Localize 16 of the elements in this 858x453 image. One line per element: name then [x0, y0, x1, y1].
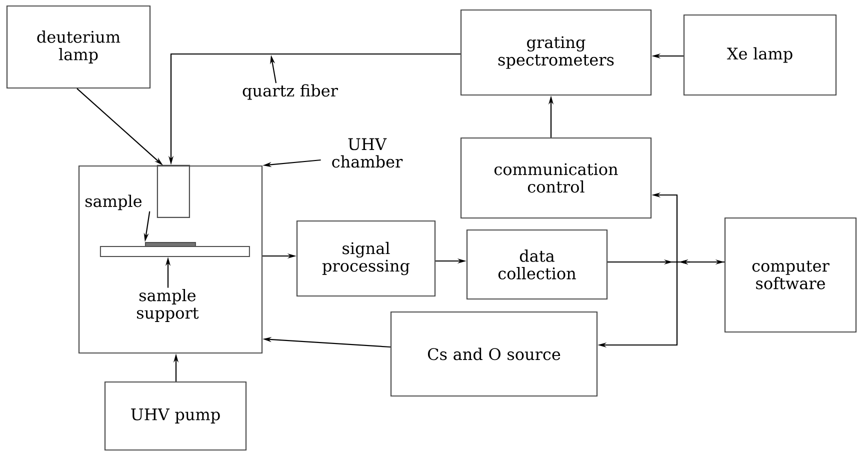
process-box: data collection — [466, 229, 608, 300]
label-text: UHV chamber — [332, 138, 403, 168]
label-text: sample support — [137, 288, 199, 322]
process-box: communication control — [460, 137, 652, 219]
process-box: Cs and O source — [390, 311, 598, 397]
chamber-box — [78, 165, 263, 354]
sample-support-plate — [100, 246, 250, 257]
process-box: Xe lamp — [683, 14, 837, 96]
process-box: grating spectrometers — [460, 9, 652, 96]
process-box: deuterium lamp — [6, 5, 151, 89]
process-box: UHV pump — [104, 381, 247, 451]
process-box: computer software — [724, 217, 857, 333]
label-text: sample — [85, 194, 142, 210]
fiber-head-box — [156, 164, 190, 218]
process-box: signal processing — [296, 220, 436, 297]
label-text: quartz fiber — [242, 84, 338, 100]
